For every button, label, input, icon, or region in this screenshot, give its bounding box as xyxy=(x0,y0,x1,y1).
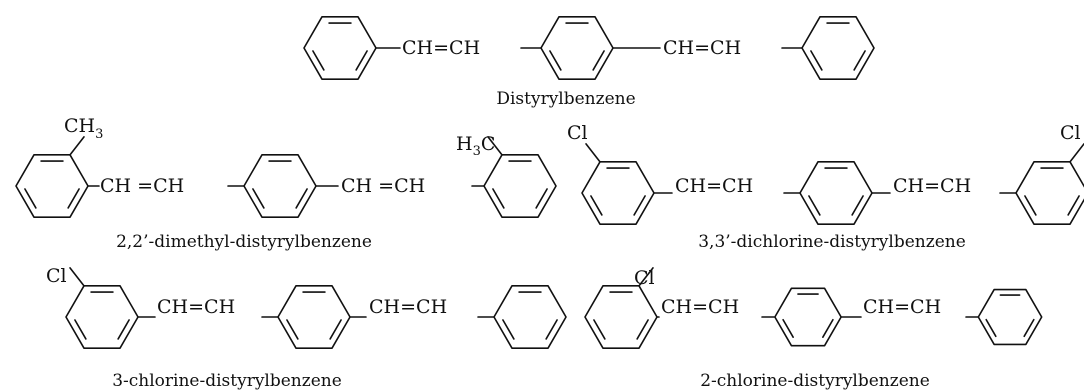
benzene-ring-icon xyxy=(65,285,139,349)
benzene-ring-icon xyxy=(303,16,377,80)
ring-outline xyxy=(243,154,317,218)
linker-left: CH=CH xyxy=(675,175,753,197)
chloro-bond xyxy=(638,267,654,287)
inner-double-bond xyxy=(535,188,548,209)
inner-double-bond xyxy=(252,188,265,209)
ring-outline xyxy=(774,287,842,347)
inner-double-bond xyxy=(1024,195,1037,216)
benzene-ring-icon xyxy=(774,287,842,347)
inner-double-bond xyxy=(593,319,606,340)
inner-double-bond xyxy=(67,188,80,209)
methyl-bond xyxy=(487,136,503,156)
benzene-ring-icon xyxy=(977,288,1043,346)
ring-outline xyxy=(584,285,658,349)
molecule-distyrylbenzene: CH=CH CH=CH Distyrylbenzene xyxy=(303,16,875,109)
molecule-3-chlorine-distyrylbenzene: CH=CH CH=CH Cl 3-chlorine-distyrylbenzen… xyxy=(46,265,567,391)
substituent-left: CH3 xyxy=(64,115,103,142)
ring-outline xyxy=(540,16,614,80)
chloro-bond xyxy=(69,267,85,287)
benzene-ring-icon xyxy=(581,161,655,225)
benzene-ring-icon xyxy=(584,285,658,349)
ring-outline xyxy=(801,16,875,80)
inner-double-bond xyxy=(74,319,87,340)
linker-left: CH=CH xyxy=(157,296,235,318)
inner-double-bond xyxy=(355,50,368,71)
inner-double-bond xyxy=(636,319,649,340)
linker-left: CH=CH xyxy=(402,37,480,59)
inner-double-bond xyxy=(502,319,515,340)
benzene-ring-icon xyxy=(493,285,567,349)
inner-double-bond xyxy=(851,195,864,216)
ring-outline xyxy=(977,288,1043,346)
benzene-ring-icon xyxy=(1015,161,1084,225)
inner-double-bond xyxy=(590,195,603,216)
inner-double-bond xyxy=(808,195,821,216)
ring-outline xyxy=(303,16,377,80)
inner-double-bond xyxy=(549,50,562,71)
caption: 3-chlorine-distyrylbenzene xyxy=(112,371,342,391)
benzene-ring-icon xyxy=(277,285,351,349)
inner-double-bond xyxy=(633,195,646,216)
molecule-2-chlorine-distyrylbenzene: CH=CH CH=CH Cl 2-chlorine-distyrylbenzen… xyxy=(584,267,1043,391)
inner-double-bond xyxy=(329,319,342,340)
benzene-ring-icon xyxy=(801,16,875,80)
substituent-left: Cl xyxy=(46,265,67,287)
linker-right: CH=CH xyxy=(663,37,741,59)
ring-outline xyxy=(493,285,567,349)
ring-outline xyxy=(581,161,655,225)
inner-double-bond xyxy=(822,318,834,338)
benzene-ring-icon xyxy=(15,154,89,218)
linker-left: CH =CH xyxy=(100,175,184,197)
substituent-left: Cl xyxy=(634,267,655,289)
inner-double-bond xyxy=(295,188,308,209)
caption: 2-chlorine-distyrylbenzene xyxy=(700,371,930,391)
caption: 3,3’-dichlorine-distyrylbenzene xyxy=(698,232,966,252)
linker-right: CH =CH xyxy=(341,175,425,197)
linker-right: CH=CH xyxy=(893,175,971,197)
inner-double-bond xyxy=(782,318,794,338)
substituent-right: Cl xyxy=(1060,122,1081,144)
substituent-right: H3C xyxy=(456,133,495,159)
inner-double-bond xyxy=(492,188,505,209)
inner-double-bond xyxy=(1067,195,1080,216)
inner-double-bond xyxy=(286,319,299,340)
ring-outline xyxy=(277,285,351,349)
caption: 2,2’-dimethyl-distyrylbenzene xyxy=(116,232,372,252)
inner-double-bond xyxy=(810,50,823,71)
ring-outline xyxy=(799,161,873,225)
benzene-ring-icon xyxy=(799,161,873,225)
inner-double-bond xyxy=(1023,318,1035,338)
inner-double-bond xyxy=(312,50,325,71)
inner-double-bond xyxy=(985,318,997,338)
methyl-bond xyxy=(69,136,85,156)
inner-double-bond xyxy=(24,188,37,209)
chloro-bond xyxy=(1069,143,1084,163)
linker-left: CH=CH xyxy=(661,296,739,318)
benzene-ring-icon xyxy=(243,154,317,218)
inner-double-bond xyxy=(117,319,130,340)
benzene-ring-icon xyxy=(483,154,557,218)
caption: Distyrylbenzene xyxy=(496,89,635,109)
inner-double-bond xyxy=(592,50,605,71)
ring-outline xyxy=(65,285,139,349)
molecule-dimethyl-distyrylbenzene: CH =CH CH =CH CH3 H3C 2,2’-dimethyl-dist… xyxy=(15,115,557,252)
linker-right: CH=CH xyxy=(863,296,941,318)
inner-double-bond xyxy=(853,50,866,71)
ring-outline xyxy=(1015,161,1084,225)
linker-right: CH=CH xyxy=(369,296,447,318)
inner-double-bond xyxy=(545,319,558,340)
ring-outline xyxy=(483,154,557,218)
substituent-left: Cl xyxy=(567,122,588,144)
ring-outline xyxy=(15,154,89,218)
molecule-dichlorine-distyrylbenzene: CH=CH CH=CH Cl Cl 3,3’-dichlorine-distyr… xyxy=(567,122,1084,252)
benzene-ring-icon xyxy=(540,16,614,80)
chloro-bond xyxy=(585,143,601,163)
